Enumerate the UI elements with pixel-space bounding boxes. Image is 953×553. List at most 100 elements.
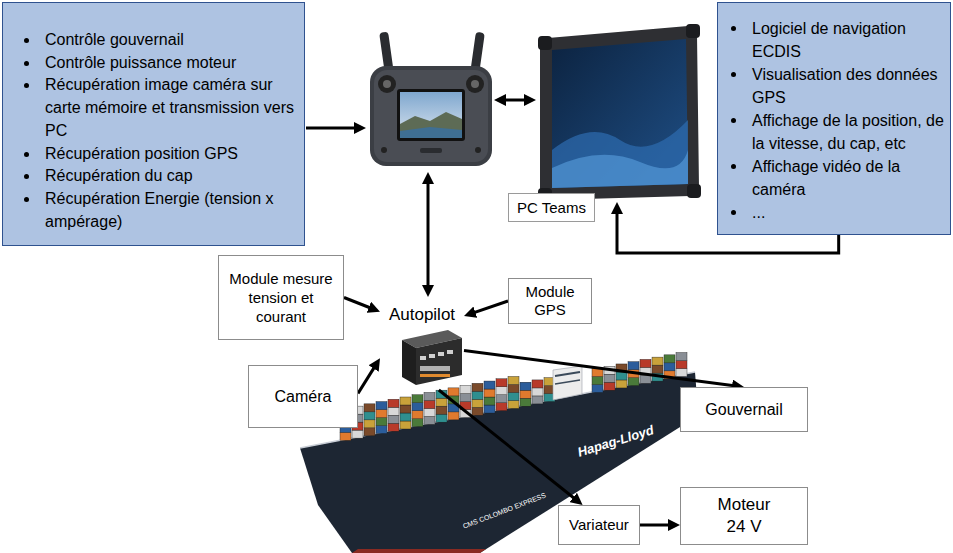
ship-container (424, 400, 435, 408)
container-ship (555, 372, 580, 376)
link-arrow (427, 178, 430, 291)
ship-container (388, 415, 399, 423)
autopilot-device (420, 356, 426, 360)
ship-container (364, 412, 375, 420)
feature-panel: Contrôle gouvernailContrôle puissance mo… (2, 2, 305, 246)
ship-container (460, 394, 471, 402)
remote-controller (397, 89, 465, 141)
autopilot-device (429, 354, 435, 358)
ship-container (400, 405, 411, 413)
ship-container (640, 359, 651, 367)
remote-controller (374, 70, 488, 162)
remote-controller (420, 148, 442, 153)
bullet-text: Logiciel de navigation ECDIS (752, 17, 944, 63)
ship-container (520, 398, 531, 406)
controller-box: Variateur (558, 505, 640, 545)
remote-controller (370, 32, 492, 166)
ship-container (520, 382, 531, 390)
connector-arrow (439, 390, 578, 501)
bullet-text: Affichage vidéo de la caméra (752, 155, 944, 201)
box-label: Moteur 24 V (706, 494, 782, 538)
ship-container (388, 399, 399, 407)
ship-container (676, 353, 687, 361)
ship-container (508, 376, 519, 384)
tablet (538, 36, 552, 50)
ship-container (496, 395, 507, 403)
bullet-text: Contrôle puissance moteur (45, 52, 296, 75)
remote-controller (471, 80, 479, 88)
ship-container (412, 395, 423, 403)
connector-arrow (344, 298, 374, 310)
ship-container (652, 357, 663, 365)
ship-container (592, 377, 603, 385)
bullet-text: Récupération Energie (tension x ampérage… (45, 188, 296, 233)
ship-container (424, 408, 435, 416)
ship-container (604, 382, 615, 390)
box-label: Caméra (275, 387, 332, 407)
container-ship (352, 549, 486, 553)
ship-container (412, 403, 423, 411)
ship-name: CMS COLOMBO EXPRESS (462, 492, 547, 530)
ship-container (676, 369, 687, 377)
ship-container (472, 391, 483, 399)
container-ship (553, 366, 582, 400)
ship-container (520, 390, 531, 398)
ship-container (412, 419, 423, 427)
ship-container (412, 411, 423, 419)
remote-controller (466, 75, 484, 93)
remote-controller (400, 127, 462, 138)
tablet-label: PC Teams (508, 193, 595, 222)
ship-container (472, 399, 483, 407)
autopilot-device (402, 330, 462, 385)
tablet (538, 24, 701, 202)
bullet-text: ... (752, 201, 944, 224)
module-box: Module mesure tension et courant (218, 255, 344, 340)
ship-container (436, 398, 447, 406)
bullet-text: Affichage de la position, de la vitesse,… (752, 109, 944, 155)
tablet (552, 39, 688, 188)
ship-container (424, 416, 435, 424)
autopilot-node: Autopilot (380, 302, 464, 390)
ship-container (664, 363, 675, 371)
remote-controller (381, 147, 387, 153)
bullet-text: Récupération du cap (45, 165, 296, 188)
ship-container (676, 361, 687, 369)
ship-container (376, 410, 387, 418)
ship-container (616, 372, 627, 380)
ship-container (460, 386, 471, 394)
remote-controller (378, 75, 396, 93)
ship-container (364, 404, 375, 412)
module-box: Module GPS (508, 278, 592, 324)
ship-container (532, 388, 543, 396)
ship-container (484, 405, 495, 413)
ship-container (664, 355, 675, 363)
ship-name: Hapag-Lloyd (576, 422, 656, 459)
tablet (687, 184, 701, 198)
tablet (552, 120, 688, 188)
ship-container (616, 380, 627, 388)
autopilot-device (447, 350, 453, 354)
ship-container (424, 392, 435, 400)
rudder-box: Gouvernail (680, 387, 808, 432)
connector-arrow (464, 350, 738, 386)
bullet-text: Récupération position GPS (45, 143, 296, 166)
ship-container (364, 420, 375, 428)
camera-box: Caméra (248, 365, 358, 428)
ship-container (436, 406, 447, 414)
device-label: Autopilot (380, 302, 464, 325)
autopilot-device (420, 374, 450, 377)
bullet-text: Visualisation des données GPS (752, 63, 944, 109)
ship-container (604, 374, 615, 382)
ship-container (364, 428, 375, 436)
box-label: Module GPS (515, 283, 585, 319)
ship-container (388, 407, 399, 415)
autopilot-device (416, 338, 462, 385)
link-arrow (500, 99, 530, 102)
link-arrow (306, 127, 360, 130)
connector-arrow (470, 301, 508, 314)
ship-container (508, 384, 519, 392)
tablet (686, 24, 700, 38)
remote-controller (400, 92, 462, 138)
ship-container (628, 362, 639, 370)
